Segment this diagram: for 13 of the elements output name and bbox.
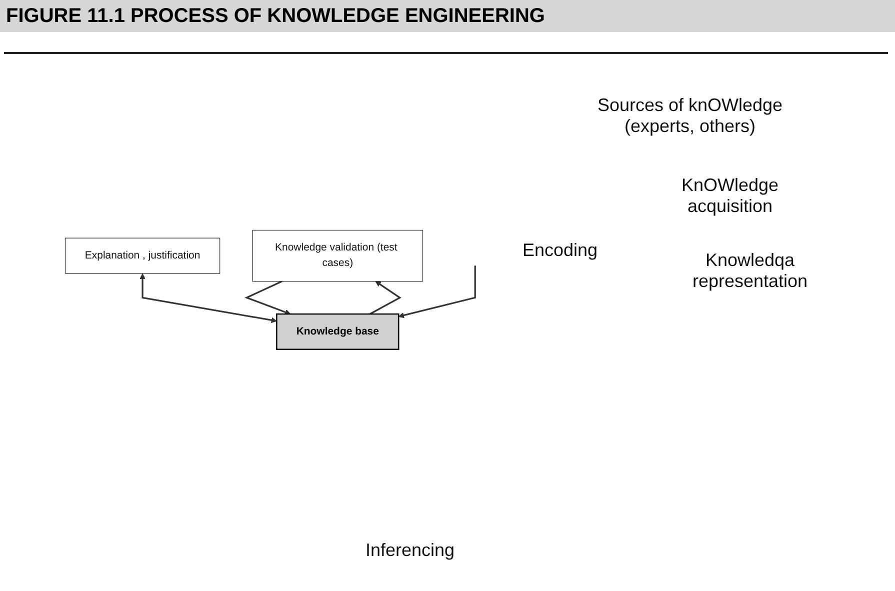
diagram-note: KnOWledge acquisition <box>680 175 780 217</box>
figure-title: FIGURE 11.1 PROCESS OF KNOWLEDGE ENGINEERING <box>0 0 895 32</box>
diagram-note: Encoding <box>521 240 599 261</box>
arrow <box>244 280 291 316</box>
node-box: Knowledge base <box>276 314 400 350</box>
diagram-note: Knowledqa representation <box>691 250 809 292</box>
arrow <box>398 266 476 318</box>
diagram-note: Inferencing <box>364 540 456 561</box>
diagram-note: Sources of knOWledge (experts, others) <box>596 95 784 137</box>
arrow <box>370 281 402 315</box>
arrow <box>140 274 277 324</box>
node-box: Explanation , justification <box>64 238 220 274</box>
node-box: Knowledge validation (test cases) <box>252 230 424 282</box>
